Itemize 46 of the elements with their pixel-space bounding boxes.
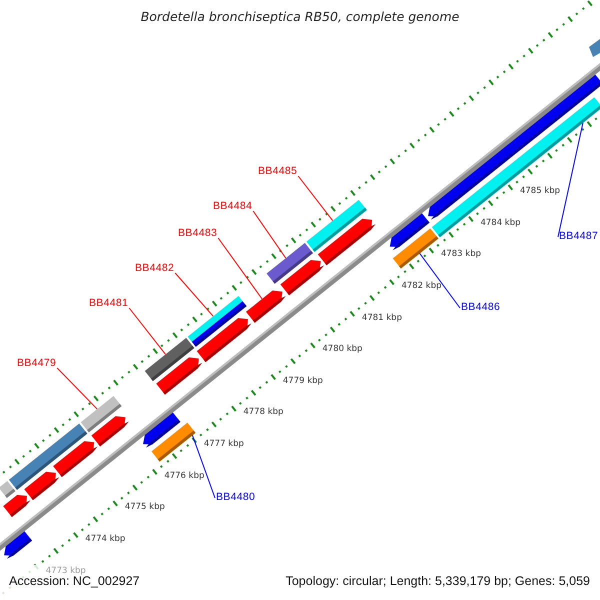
gene-feature: [3, 494, 30, 518]
gene-label: BB4486: [461, 301, 500, 313]
gene-feature: [143, 412, 180, 448]
leader-line: [252, 210, 286, 259]
leader-line: [558, 122, 584, 238]
gene-feature: [280, 260, 324, 296]
tick-label: 4777 kbp: [204, 439, 244, 450]
tick-label: 4776 kbp: [164, 470, 204, 481]
gene-label: BB4487: [559, 230, 598, 242]
map-title: Bordetella bronchiseptica RB50, complete genome: [140, 9, 460, 24]
tick-label: 4785 kbp: [520, 186, 560, 196]
gene-feature: [318, 218, 376, 266]
gene-label: BB4479: [17, 357, 56, 369]
tick-label: 4780 kbp: [322, 344, 362, 354]
gene-label: BB4485: [258, 165, 298, 177]
accession-text: Accession: NC_002927: [9, 574, 140, 589]
tick-label: 4783 kbp: [440, 249, 482, 260]
tick-label: 4784 kbp: [480, 218, 521, 228]
gene-label: BB4481: [89, 297, 128, 309]
tick-label: 4775 kbp: [124, 502, 165, 512]
leader-line: [174, 272, 214, 317]
genome-stats-text: Topology: circular; Length: 5,339,179 bp; Genes: 5,059: [286, 574, 590, 589]
tick-label: 4774 kbp: [85, 534, 126, 544]
gene-label: BB4482: [135, 262, 174, 274]
leader-line: [128, 308, 166, 355]
gene-feature: [428, 74, 600, 220]
gene-feature: [246, 290, 286, 323]
gene-feature: [390, 213, 430, 250]
tick-label: 4779 kbp: [282, 376, 323, 386]
tick-label: 4781 kbp: [362, 312, 402, 323]
gene-label: BB4484: [213, 200, 252, 212]
leader-line: [298, 176, 334, 222]
gene-feature: [53, 441, 98, 478]
gene-feature: [24, 472, 60, 500]
gene-feature: [196, 318, 252, 362]
gene-feature: [4, 531, 32, 559]
leader-line: [218, 238, 263, 300]
gene-label: BB4483: [178, 227, 218, 239]
tick-label: 4773 kbp: [46, 566, 86, 576]
gene-feature: [91, 416, 129, 446]
tick-label: 4778 kbp: [243, 407, 284, 418]
gene-feature: [589, 39, 600, 57]
gene-feature: [156, 357, 202, 395]
leader-line: [192, 434, 216, 498]
gene-label: BB4480: [216, 491, 256, 503]
tick-label: 4782 kbp: [401, 280, 442, 291]
